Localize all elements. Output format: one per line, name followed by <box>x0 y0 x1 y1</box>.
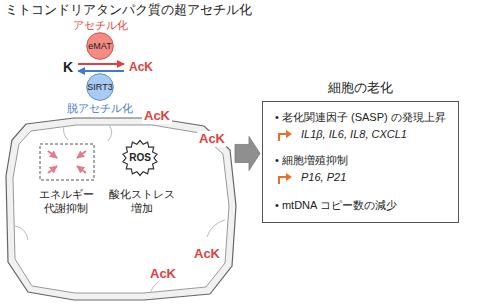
metabolism-box <box>40 144 94 180</box>
crista-line <box>64 126 69 140</box>
icon-stem <box>279 177 287 184</box>
node-text: SIRT3 <box>87 83 112 92</box>
ros-burst-outline <box>123 141 157 176</box>
process-label: アセチル化 <box>73 19 128 32</box>
diagram-title: ミトコンドリアタンパク質の超アセチル化 <box>5 3 252 18</box>
enzyme-disc <box>87 74 114 101</box>
box-heading: 細胞の老化 <box>263 79 458 96</box>
node-text: P16, P21 <box>275 169 446 186</box>
deacetylation-arrow <box>78 70 124 72</box>
upregulation-icon <box>277 172 293 184</box>
icon-head <box>286 173 292 181</box>
metabolism-arrow <box>48 166 57 173</box>
outer-membrane <box>6 118 236 300</box>
block-arrow <box>235 136 260 170</box>
residue-label: AcK <box>148 266 178 282</box>
metabolism-arrow <box>48 151 57 158</box>
enzyme-circle: eMAT <box>86 32 114 60</box>
crista-line <box>207 220 225 237</box>
metabolism-arrow <box>77 151 86 158</box>
metabolism-arrow <box>77 166 86 173</box>
upregulation-icon <box>277 129 293 141</box>
acetylation-arrow <box>78 63 124 65</box>
ros-burst: ROS <box>122 140 158 176</box>
enzyme-disc <box>87 33 114 60</box>
node-text: 酸化ストレス 増加 <box>102 187 182 216</box>
icon-stem <box>279 134 287 141</box>
inner-membrane <box>13 125 229 293</box>
node-text: eMAT <box>88 42 111 51</box>
icon-head <box>286 130 292 138</box>
senescence-box: 細胞の老化• 老化関連因子 (SASP) の発現上昇IL1β, IL6, IL8… <box>262 101 459 223</box>
enzyme-circle: SIRT3 <box>86 73 114 101</box>
node-text: • 細胞増殖抑制 <box>275 152 446 169</box>
node-text: • mtDNA コピー数の減少 <box>275 197 446 214</box>
residue-label: K <box>63 59 73 76</box>
node-text: • 老化関連因子 (SASP) の発現上昇 <box>275 109 446 126</box>
process-label: 脱アセチル化 <box>67 102 133 115</box>
residue-label: AcK <box>192 246 222 262</box>
residue-label: AcK <box>129 60 153 74</box>
node-text: エネルギー 代謝抑制 <box>32 187 100 216</box>
node-text: IL1β, IL6, IL8, CXCL1 <box>275 126 446 143</box>
residue-label: AcK <box>197 131 227 147</box>
residue-label: AcK <box>142 108 172 124</box>
crista-line <box>108 125 112 141</box>
crista-line <box>15 226 28 240</box>
node-text: ROS <box>129 153 151 163</box>
